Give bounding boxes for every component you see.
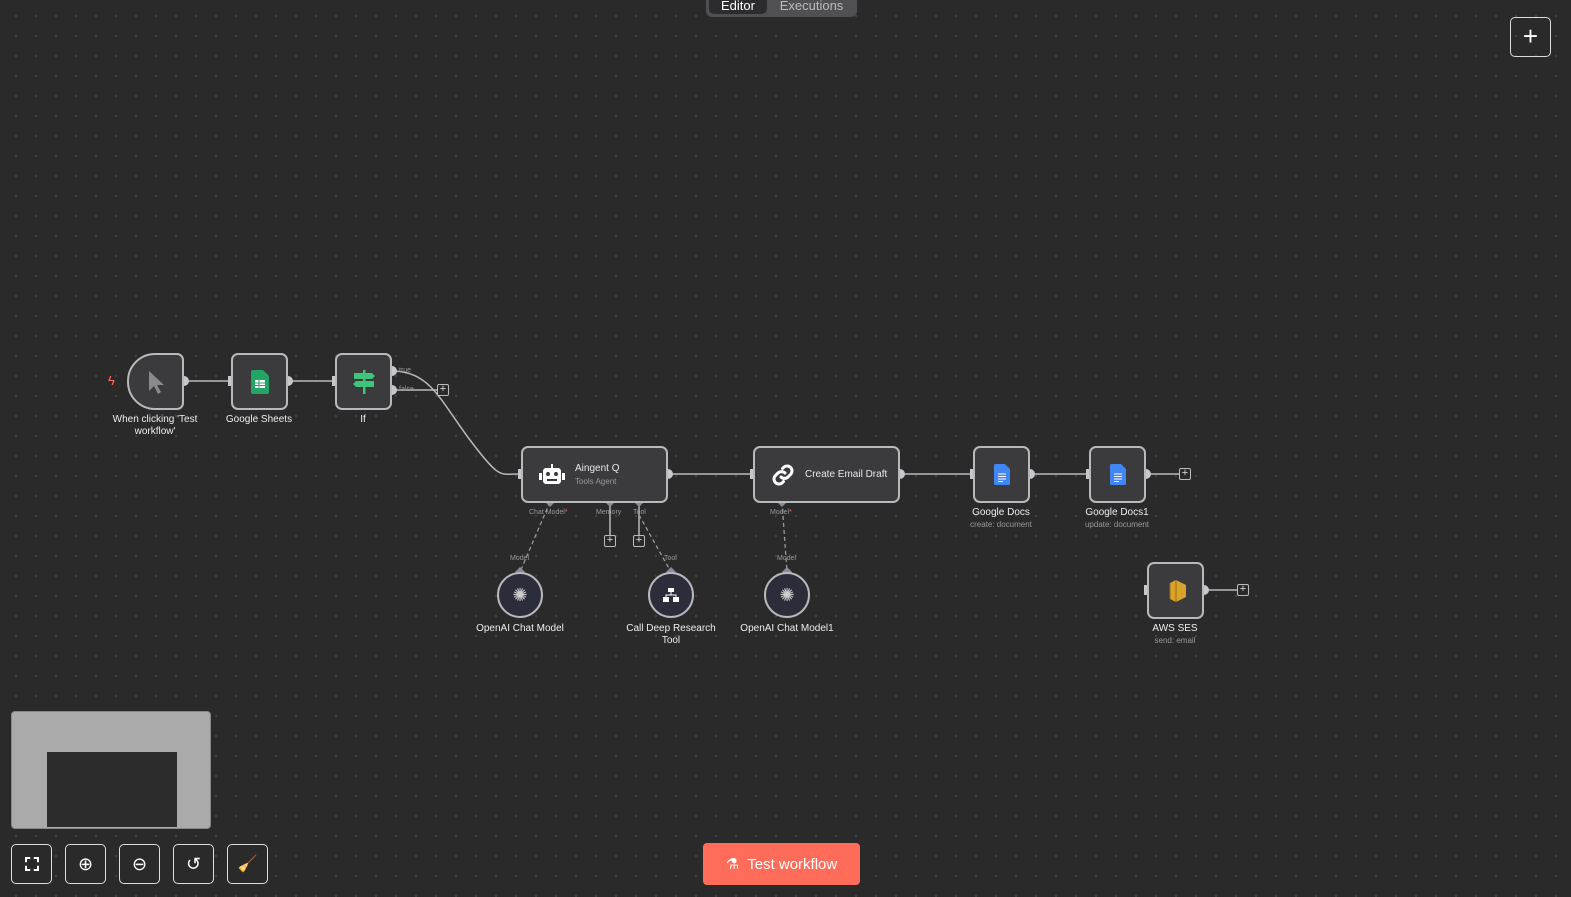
add-after-ses-button[interactable]: + [1237,584,1249,596]
node-if[interactable] [335,353,392,410]
node-openai-chat-model1[interactable]: ✺ [764,572,810,618]
required-marker: * [789,509,792,516]
node-google-docs1-subtitle: update: document [1084,520,1150,529]
node-trigger-label: When clicking 'Test workflow' [112,414,198,437]
tab-executions[interactable]: Executions [779,0,844,13]
robot-icon [539,463,565,484]
node-if-label: If [360,414,366,425]
signpost-icon [352,369,375,394]
node-google-docs-label: Google Docs [972,507,1030,518]
node-aingent-q-subtitle: Tools Agent [575,477,617,486]
node-call-deep-research-tool[interactable] [648,572,694,618]
openai1-handle-label: Model [777,555,797,562]
zoom-in-button[interactable]: ⊕ [65,844,106,884]
trigger-bolt-icon: ϟ [108,373,115,388]
google-sheets-icon [250,369,269,394]
cursor-icon [148,370,164,394]
test-workflow-label: Test workflow [747,855,838,873]
node-google-sheets-label: Google Sheets [225,414,293,425]
tool-handle-label: Tool [633,509,646,516]
flask-icon: ⚗ [725,856,740,873]
zoom-out-icon: ⊖ [131,853,148,874]
node-google-docs-subtitle: create: document [970,520,1032,529]
add-memory-button[interactable]: + [604,535,616,547]
add-node-button[interactable]: + [1510,17,1551,57]
tidy-up-button[interactable]: 🧹 [227,844,268,884]
reset-zoom-button[interactable]: ↺ [173,844,214,884]
node-google-sheets[interactable] [231,353,288,410]
memory-handle-label: Memory [596,509,622,516]
test-workflow-button[interactable]: ⚗ Test workflow [703,843,860,885]
tab-editor[interactable]: Editor [709,0,767,14]
google-docs-icon [1109,464,1126,485]
node-trigger[interactable] [127,353,184,410]
link-icon [772,464,794,485]
openai-icon: ✺ [512,584,528,605]
node-aingent-q-label: Aingent Q [575,463,620,474]
workflow-icon [663,588,679,602]
chat-model-handle-label: Chat Model* [529,509,568,516]
if-false-label: false [399,386,414,393]
required-marker: * [564,509,568,516]
node-call-deep-research-tool-label: Call Deep Research Tool [626,623,716,646]
add-tool-button[interactable]: + [633,535,645,547]
node-google-docs1-label: Google Docs1 [1085,507,1149,518]
node-openai-chat-model[interactable]: ✺ [497,572,543,618]
broom-icon: 🧹 [237,856,258,873]
fit-view-icon [24,857,39,871]
node-aws-ses-subtitle: send: email [1154,636,1196,645]
openai-icon: ✺ [779,584,795,605]
email-model-handle-label: Model* [770,509,792,516]
node-create-email-draft[interactable]: Create Email Draft [753,446,900,503]
node-aingent-q[interactable]: Aingent Q Tools Agent [521,446,668,503]
openai-handle-label: Model [510,555,530,562]
model-text: Model [770,509,790,516]
node-google-docs[interactable] [973,446,1030,503]
minimap[interactable] [11,711,211,829]
if-true-label: true [399,367,412,374]
view-tabs: Editor Executions [706,0,857,17]
research-handle-label: Tool [664,555,677,562]
node-create-email-draft-label: Create Email Draft [805,469,888,480]
node-openai-chat-model-label: OpenAI Chat Model [476,623,564,634]
node-openai-chat-model1-label: OpenAI Chat Model1 [740,623,834,634]
add-false-branch-button[interactable]: + [437,384,449,396]
undo-icon: ↺ [185,853,202,874]
aws-ses-icon [1169,579,1186,602]
chat-model-text: Chat Model [529,509,565,516]
node-google-docs1[interactable] [1089,446,1146,503]
node-aws-ses[interactable] [1147,562,1204,619]
add-after-docs1-button[interactable]: + [1179,468,1191,480]
zoom-out-button[interactable]: ⊖ [119,844,160,884]
node-aws-ses-label: AWS SES [1152,623,1198,634]
zoom-in-icon: ⊕ [77,853,94,874]
minimap-viewport[interactable] [47,752,177,827]
fit-view-button[interactable] [11,844,52,884]
google-docs-icon [993,464,1010,485]
